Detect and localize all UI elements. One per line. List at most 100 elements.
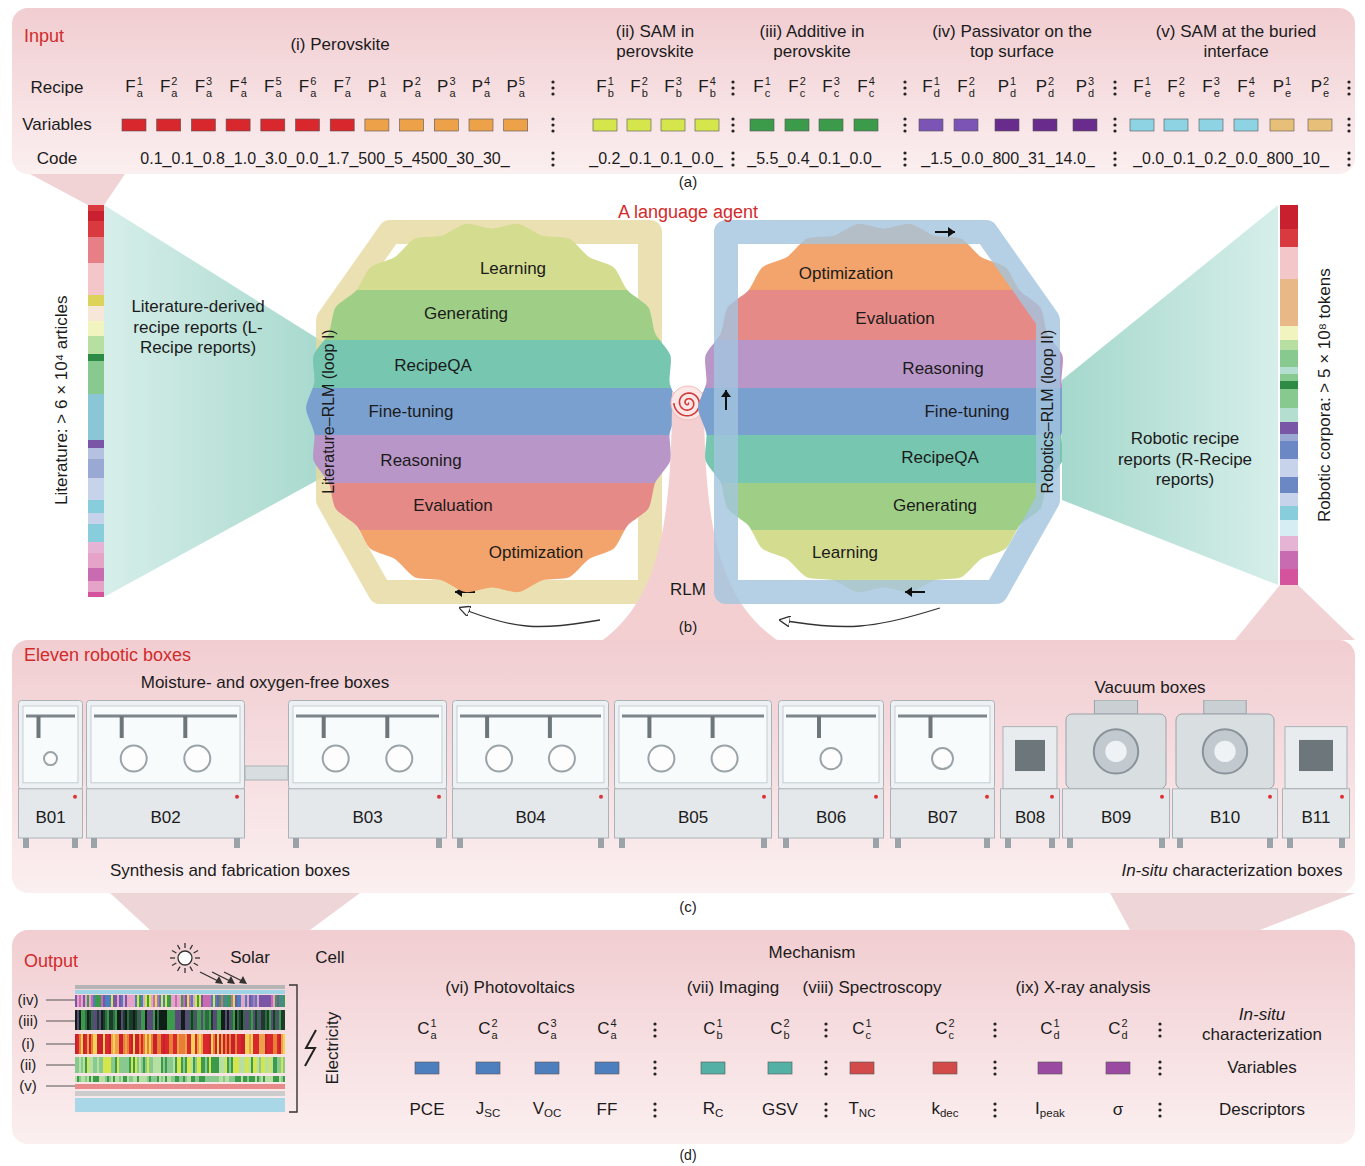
separator-dot <box>653 1108 656 1111</box>
cell-layer-stripe <box>79 1034 81 1054</box>
cell-layer-stripe <box>271 1076 273 1082</box>
descriptor: Ipeak <box>1035 1099 1065 1121</box>
cell-layer-stripe <box>135 1034 137 1054</box>
cell-layer-stripe <box>261 1076 263 1082</box>
span-part: a3 <box>449 76 455 99</box>
cell-layer-stripe <box>279 1057 281 1073</box>
span-part: In-situ <box>1239 1005 1285 1024</box>
cell-layer-stripe <box>187 995 189 1007</box>
cell-layer-stripe <box>207 1034 209 1054</box>
cell-layer-stripe <box>149 1076 151 1082</box>
cell-layer-stripe <box>273 995 275 1007</box>
glove-port <box>184 746 210 772</box>
panel-letter: (c) <box>679 898 697 916</box>
cell-layer-stripe <box>159 1076 161 1082</box>
span-part: F <box>630 77 640 96</box>
layer-label: (iv) <box>18 991 39 1009</box>
span-part: 2 <box>492 1018 498 1030</box>
cell-layer-stripe <box>151 1010 153 1030</box>
cell-layer-stripe <box>125 1034 127 1054</box>
cell-layer <box>75 1091 285 1096</box>
cell-layer-stripe <box>169 995 171 1007</box>
span-part: c <box>949 1030 955 1042</box>
cell-layer-stripe <box>273 1010 275 1030</box>
span-part: 4 <box>869 76 875 88</box>
cell-layer-stripe <box>161 995 163 1007</box>
cell-layer-stripe <box>165 1034 167 1054</box>
cloud-band: Evaluation <box>302 483 684 530</box>
span-part: e4 <box>1249 76 1255 99</box>
corpus-bar-segment <box>1280 265 1298 279</box>
characterization-symbol: Ca2 <box>478 1018 497 1041</box>
cabinet <box>289 789 447 838</box>
cell-layer-stripe <box>209 1010 211 1030</box>
cell-layer-stripe <box>141 1034 143 1054</box>
node-label: B04 <box>515 808 545 828</box>
cell-layer-stripe <box>247 1057 249 1073</box>
cell-layer-stripe <box>121 1076 123 1082</box>
recipe-symbol: Fe3 <box>1202 76 1220 99</box>
column-heading: (v) SAM at the buried interface <box>1141 22 1331 63</box>
cell-layer-stripe <box>265 1057 267 1073</box>
flow-arrow <box>460 608 600 627</box>
cell-layer-stripe <box>113 1010 115 1030</box>
cell-layer-stripe <box>263 1010 265 1030</box>
cell-layer-stripe <box>103 1010 105 1030</box>
cell-layer-stripe <box>197 995 199 1007</box>
cell-layer-stripe <box>141 1057 143 1073</box>
span-part: F <box>1202 77 1212 96</box>
cell-layer-stripe <box>129 1076 131 1082</box>
cell-layer-stripe <box>153 995 155 1007</box>
cabinet <box>1173 789 1278 838</box>
span-part: b <box>717 1030 723 1042</box>
cell-layer-stripe <box>193 1076 195 1082</box>
span-part: a1 <box>431 1018 437 1041</box>
variable-swatch <box>1033 119 1057 131</box>
cell-layer-stripe <box>97 995 99 1007</box>
cell-layer-stripe <box>255 995 257 1007</box>
separator-dot <box>824 1072 827 1075</box>
cell-layer-stripe <box>249 1076 251 1082</box>
separator-dot <box>653 1114 656 1117</box>
sun-ray <box>178 945 181 949</box>
separator-dot <box>903 117 906 120</box>
panel-letter: (d) <box>679 1147 696 1164</box>
variable-swatch <box>476 1062 500 1074</box>
cell-layer-stripe <box>177 995 179 1007</box>
cell-layer-stripe <box>283 1076 285 1082</box>
separator-dot <box>653 1022 656 1025</box>
cell-layer-stripe <box>229 1034 231 1054</box>
cell-layer-stripe <box>187 1034 189 1054</box>
loop-arrowhead <box>905 587 912 597</box>
cell-layer-stripe <box>195 1076 197 1082</box>
cell-layer-stripe <box>223 1057 225 1073</box>
recipe-symbol: Fa4 <box>229 76 247 99</box>
cell-layer-stripe <box>151 1076 153 1082</box>
cell-layer-stripe <box>171 1076 173 1082</box>
robot-gantry <box>622 715 764 718</box>
variable-swatch <box>919 119 943 131</box>
span-part: F <box>125 77 135 96</box>
node-label: Optimization <box>799 264 893 284</box>
variable-swatch <box>627 119 651 131</box>
g-part <box>12 640 1355 893</box>
cell-layer-stripe <box>211 1010 213 1030</box>
span-part: P <box>1273 77 1284 96</box>
cell-layer-stripe <box>133 995 135 1007</box>
instrument-housing <box>1003 727 1057 789</box>
chamber-window <box>1214 741 1235 762</box>
status-light <box>1340 795 1344 799</box>
cell-layer-stripe <box>101 995 103 1007</box>
span-part: a2 <box>492 1018 498 1041</box>
span-part: a <box>492 1030 498 1042</box>
node-label: Optimization <box>489 543 583 563</box>
node-shape <box>302 340 684 388</box>
cell-layer-stripe <box>259 1034 261 1054</box>
status-light <box>599 795 603 799</box>
separator-dot <box>824 1028 827 1031</box>
cell-layer-stripe <box>75 1034 77 1054</box>
span-part: 7 <box>345 76 351 88</box>
descriptor: kdec <box>931 1099 958 1121</box>
cell-layer-stripe <box>243 1076 245 1082</box>
cell-layer-stripe <box>157 1010 159 1030</box>
